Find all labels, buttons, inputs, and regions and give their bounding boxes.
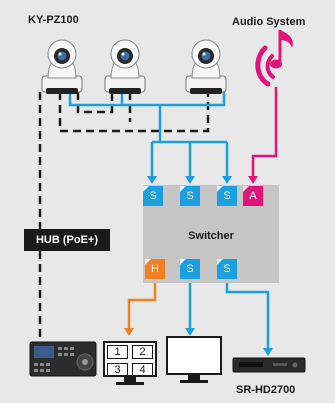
sdi-bus (68, 92, 226, 107)
network-line-camera-1-3 (58, 92, 210, 133)
monitor-icon (166, 336, 222, 383)
sdi-camera-lines (68, 92, 229, 181)
sdi-out-recorder (225, 282, 270, 352)
ptz-camera-icon (41, 39, 83, 94)
sdi-distribution (150, 105, 229, 181)
multiview-cell: 2 (132, 345, 153, 359)
switcher-output-hdmi: H (145, 259, 165, 279)
sdi-arrowheads (147, 176, 232, 184)
multiview-cell: 1 (107, 345, 128, 359)
multiview-cell: 3 (107, 363, 128, 377)
recorder-icon (232, 357, 306, 373)
camera-model-label: KY-PZ100 (28, 14, 79, 26)
multiview-cell: 4 (132, 363, 153, 377)
switcher-output-sdi-1: S (180, 259, 200, 279)
sdi-output-lines (188, 282, 270, 352)
multiview-monitor: 1 2 3 4 (103, 341, 157, 377)
remote-controller-icon (29, 341, 97, 377)
music-note-icon (255, 30, 293, 87)
switcher-input-sdi-1: S (143, 186, 163, 206)
switcher-box: Switcher S S S A H S S (143, 185, 279, 283)
network-line-camera-1-2 (76, 92, 114, 114)
ptz-camera-icon (185, 39, 227, 94)
switcher-input-sdi-2: S (180, 186, 200, 206)
multiview-stand (116, 377, 144, 385)
hub-box: HUB (PoE+) (24, 229, 110, 251)
network-lines (38, 92, 210, 340)
recorder-label: SR-HD2700 (236, 384, 296, 396)
switcher-input-audio: A (243, 186, 263, 206)
ptz-camera-icon (104, 39, 146, 94)
switcher-output-sdi-2: S (217, 259, 237, 279)
audio-line (251, 87, 278, 181)
switcher-input-sdi-3: S (217, 186, 237, 206)
switcher-label: Switcher (188, 230, 234, 242)
audio-system-label: Audio System (232, 16, 306, 28)
hdmi-line (127, 282, 157, 332)
